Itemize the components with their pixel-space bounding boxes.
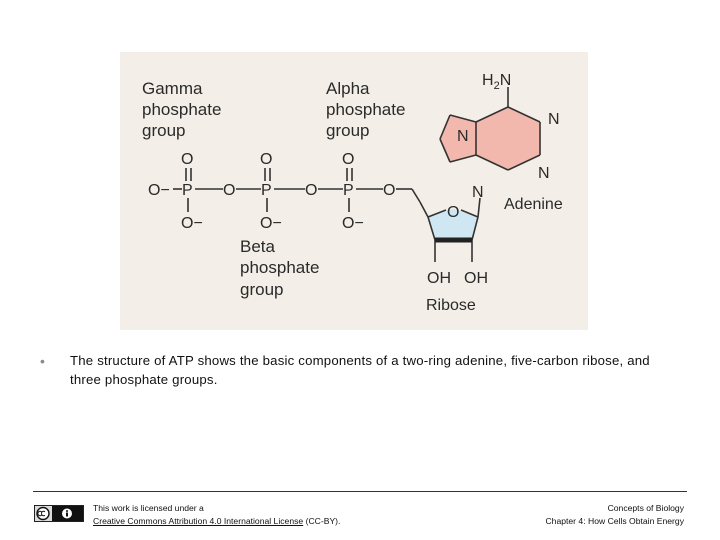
book-title: Concepts of Biology (607, 503, 684, 513)
atom-o-top: O (181, 151, 193, 168)
atom-o-minus-bottom: O− (181, 215, 203, 232)
license-notice: This work is licensed under a Creative C… (93, 502, 340, 528)
book-credits: Concepts of Biology Chapter 4: How Cells… (545, 502, 684, 528)
atom-o: O (305, 182, 317, 199)
adenine-n3: N (538, 165, 550, 182)
ribose-ring (428, 209, 478, 240)
beta-label-2: phosphate (240, 258, 319, 277)
alpha-label-3: group (326, 121, 369, 140)
cc-by-badge-graphic (35, 506, 83, 521)
atom-p-alpha: P (343, 182, 354, 199)
license-prefix: This work is licensed under a (93, 503, 204, 513)
atom-o-minus-bottom: O− (342, 215, 364, 232)
ribose-oh-left: OH (427, 270, 451, 287)
atom-o-top: O (260, 151, 272, 168)
creative-commons-by-icon[interactable] (34, 505, 84, 522)
alpha-label-1: Alpha (326, 79, 370, 98)
license-line: Creative Commons Attribution 4.0 Interna… (93, 515, 340, 528)
gamma-label-3: group (142, 121, 185, 140)
atom-o: O (223, 182, 235, 199)
bond-lines (173, 87, 541, 262)
atp-figure-background (120, 52, 588, 330)
atom-o-minus: O− (148, 182, 170, 199)
ribose-ring-oxygen: O (447, 204, 459, 221)
license-link[interactable]: Creative Commons Attribution 4.0 Interna… (93, 516, 304, 526)
atom-o-top: O (342, 151, 354, 168)
alpha-label-2: phosphate (326, 100, 405, 119)
atom-p-beta: P (261, 182, 272, 199)
chapter-title: Chapter 4: How Cells Obtain Energy (545, 516, 684, 526)
adenine-five-ring (440, 115, 476, 162)
adenine-n1: N (548, 111, 560, 128)
footer-divider (33, 491, 687, 492)
atom-o: O (383, 182, 395, 199)
gamma-label-1: Gamma (142, 79, 203, 98)
adenine-six-ring (476, 107, 540, 170)
atom-labels: O− P O P O P O O O O O− O− O− O OH OH N … (148, 72, 560, 287)
ribose-oh-right: OH (464, 270, 488, 287)
atom-p-gamma: P (182, 182, 193, 199)
beta-label-1: Beta (240, 237, 276, 256)
caption-text: The structure of ATP shows the basic com… (70, 353, 650, 387)
amino-h: H2N (482, 72, 511, 92)
atp-structure-diagram: Gamma phosphate group Alpha phosphate gr… (142, 72, 563, 314)
adenine-n7: N (457, 128, 469, 145)
license-suffix: (CC-BY). (305, 516, 341, 526)
beta-label-3: group (240, 280, 283, 299)
adenine-label: Adenine (504, 196, 563, 213)
caption-bullet: • (40, 353, 45, 369)
adenine-n9: N (472, 184, 484, 201)
ribose-label: Ribose (426, 297, 476, 314)
atom-o-minus-bottom: O− (260, 215, 282, 232)
gamma-label-2: phosphate (142, 100, 221, 119)
